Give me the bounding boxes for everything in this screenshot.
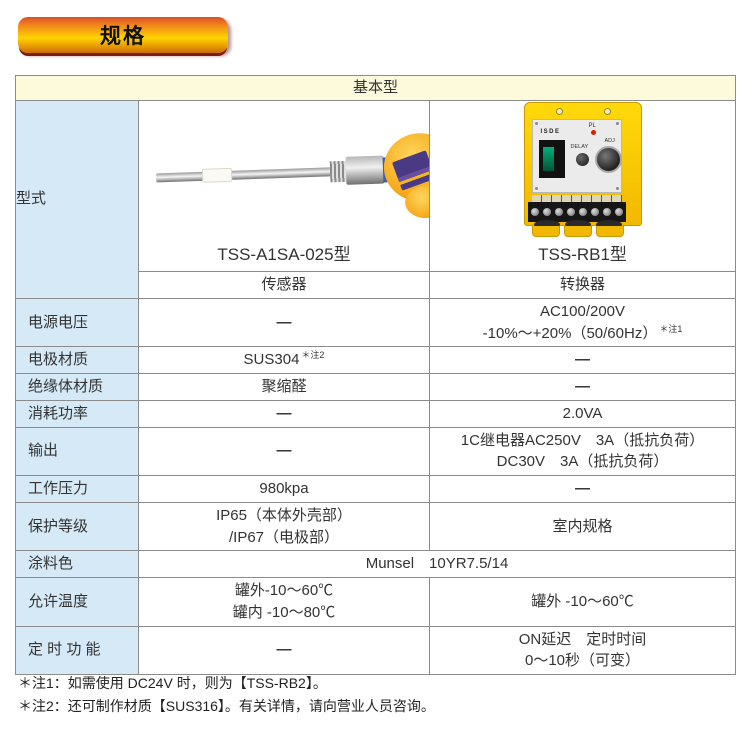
sensor-hex-fitting <box>345 155 385 185</box>
spec-table: 基本型 型式 <box>14 75 737 675</box>
footnote-2: ＊注2：还可制作材质【SUS316】。有关详情，请向营业人员咨询。 <box>18 698 435 715</box>
brand-logo: ISDE <box>540 128 561 135</box>
sensor-probe-rod <box>155 167 339 183</box>
delay-knob <box>575 152 589 166</box>
converter-value: — <box>428 373 737 401</box>
screw-icon <box>615 121 619 125</box>
table-header: 基本型 <box>14 75 737 101</box>
table-row-timer-function: 定 时 功 能 — ON延迟 定时时间 0～10秒（可变） <box>15 625 737 675</box>
cable-gland-icon <box>533 219 560 229</box>
cable-gland-icon <box>564 219 591 229</box>
converter-front-panel: ISDE PL DELAY ADJ <box>531 118 622 193</box>
table-header-row: 基本型 <box>14 75 737 101</box>
converter-role: 转换器 <box>428 270 737 299</box>
sensor-product-image <box>142 101 429 242</box>
switch-indicator <box>542 146 554 171</box>
table-row-power-voltage: 电源电压 — AC100/200V -10%～+20%（50/60Hz）＊注1 <box>15 297 737 348</box>
screw-icon <box>615 186 619 190</box>
row-label: 工作压力 <box>15 475 139 503</box>
sensor-value: — <box>138 625 430 675</box>
row-label: 消耗功率 <box>15 399 139 428</box>
terminal-block <box>527 201 626 222</box>
cable-gland-icon <box>595 219 622 229</box>
footnote-1: ＊注1：如需使用 DC24V 时，则为【TSS-RB2】。 <box>18 675 327 691</box>
row-label: 允许温度 <box>15 577 139 627</box>
table-row-protection-grade: 保护等级 IP65（本体外壳部） /IP67（电极部） 室内规格 <box>15 501 737 552</box>
spec-section-title: 规格 <box>100 25 146 48</box>
terminal-screw-icon <box>602 207 611 216</box>
note-ref: ＊注1 <box>659 323 683 334</box>
table-row-insulator-material: 绝缘体材质 聚缩醛 — <box>15 373 737 401</box>
row-label: 电源电压 <box>15 297 139 348</box>
converter-value: — <box>428 346 737 374</box>
sensor-value: 聚缩醛 <box>138 373 430 401</box>
converter-value: 2.0VA <box>428 399 737 428</box>
spec-section-badge: 规格 <box>18 17 228 53</box>
table-row-output: 输出 — 1C继电器AC250V 3A（抵抗负荷） DC30V 3A（抵抗负荷） <box>15 426 737 476</box>
role-row: 传感器 转换器 <box>16 270 737 299</box>
row-label: 涂料色 <box>15 550 139 578</box>
sensor-value: 罐外-10～60℃ 罐内 -10～80℃ <box>138 577 430 627</box>
converter-product-image: ISDE PL DELAY ADJ <box>518 101 648 242</box>
row-label-model: 型式 <box>15 99 139 299</box>
converter-value: 室内规格 <box>428 501 737 552</box>
terminal-screw-icon <box>530 207 539 216</box>
converter-value: 罐外 -10～60℃ <box>428 577 737 627</box>
sensor-value: — <box>138 297 430 348</box>
mounting-tab <box>563 225 592 237</box>
note-ref: ＊注2 <box>301 350 325 361</box>
sensor-value: SUS304＊注2 <box>138 346 430 374</box>
terminal-screw-icon <box>590 207 599 216</box>
row-label: 保护等级 <box>15 501 139 552</box>
converter-value: ON延迟 定时时间 0～10秒（可变） <box>428 625 737 675</box>
table-row-power-consumption: 消耗功率 — 2.0VA <box>15 399 737 428</box>
sensor-model-name: TSS-A1SA-025型 <box>217 244 351 264</box>
pl-label: PL <box>588 122 596 129</box>
sensor-value: — <box>138 399 430 428</box>
terminal-screw-icon <box>554 207 563 216</box>
row-label: 电极材质 <box>15 346 139 374</box>
adj-label: ADJ <box>604 137 615 144</box>
row-label: 绝缘体材质 <box>15 373 139 401</box>
mounting-tab <box>595 225 624 237</box>
converter-value: 1C继电器AC250V 3A（抵抗负荷） DC30V 3A（抵抗负荷） <box>428 426 737 476</box>
terminal-screw-icon <box>566 207 575 216</box>
sensor-thread <box>329 160 347 183</box>
table-row-working-pressure: 工作压力 980kpa — <box>15 475 737 503</box>
table-row-allowable-temperature: 允许温度 罐外-10～60℃ 罐内 -10～80℃ 罐外 -10～60℃ <box>15 577 737 627</box>
terminal-screw-icon <box>542 207 551 216</box>
converter-switch <box>538 139 565 178</box>
sensor-role: 传感器 <box>138 270 430 299</box>
sensor-value: 980kpa <box>138 475 430 503</box>
screw-icon <box>534 186 538 190</box>
screw-icon <box>534 121 538 125</box>
converter-value: AC100/200V -10%～+20%（50/60Hz）＊注1 <box>428 297 737 348</box>
footnotes: ＊注1：如需使用 DC24V 时，则为【TSS-RB2】。 ＊注2：还可制作材质… <box>18 672 435 718</box>
sensor-insulator <box>201 167 233 183</box>
delay-label: DELAY <box>570 143 589 150</box>
converter-model-name: TSS-RB1型 <box>538 244 627 264</box>
terminal-screw-icon <box>578 207 587 216</box>
row-label: 输出 <box>15 426 139 476</box>
mounting-hole-icon <box>603 107 611 115</box>
converter-value: — <box>428 475 737 503</box>
terminal-label-strip <box>531 194 622 202</box>
mounting-tab <box>531 225 560 237</box>
terminal-screw-icon <box>614 207 623 216</box>
sensor-value: IP65（本体外壳部） /IP67（电极部） <box>138 501 430 552</box>
mounting-hole-icon <box>555 107 563 115</box>
shared-value: Munsel 10YR7.5/14 <box>137 550 737 578</box>
power-led-icon <box>590 129 596 135</box>
model-row: 型式 <box>15 99 737 299</box>
adj-knob <box>594 145 622 173</box>
table-row-electrode-material: 电极材质 SUS304＊注2 — <box>15 346 737 374</box>
table-row-paint-color: 涂料色 Munsel 10YR7.5/14 <box>15 550 737 578</box>
sensor-value: — <box>138 426 430 476</box>
row-label: 定 时 功 能 <box>15 625 139 675</box>
